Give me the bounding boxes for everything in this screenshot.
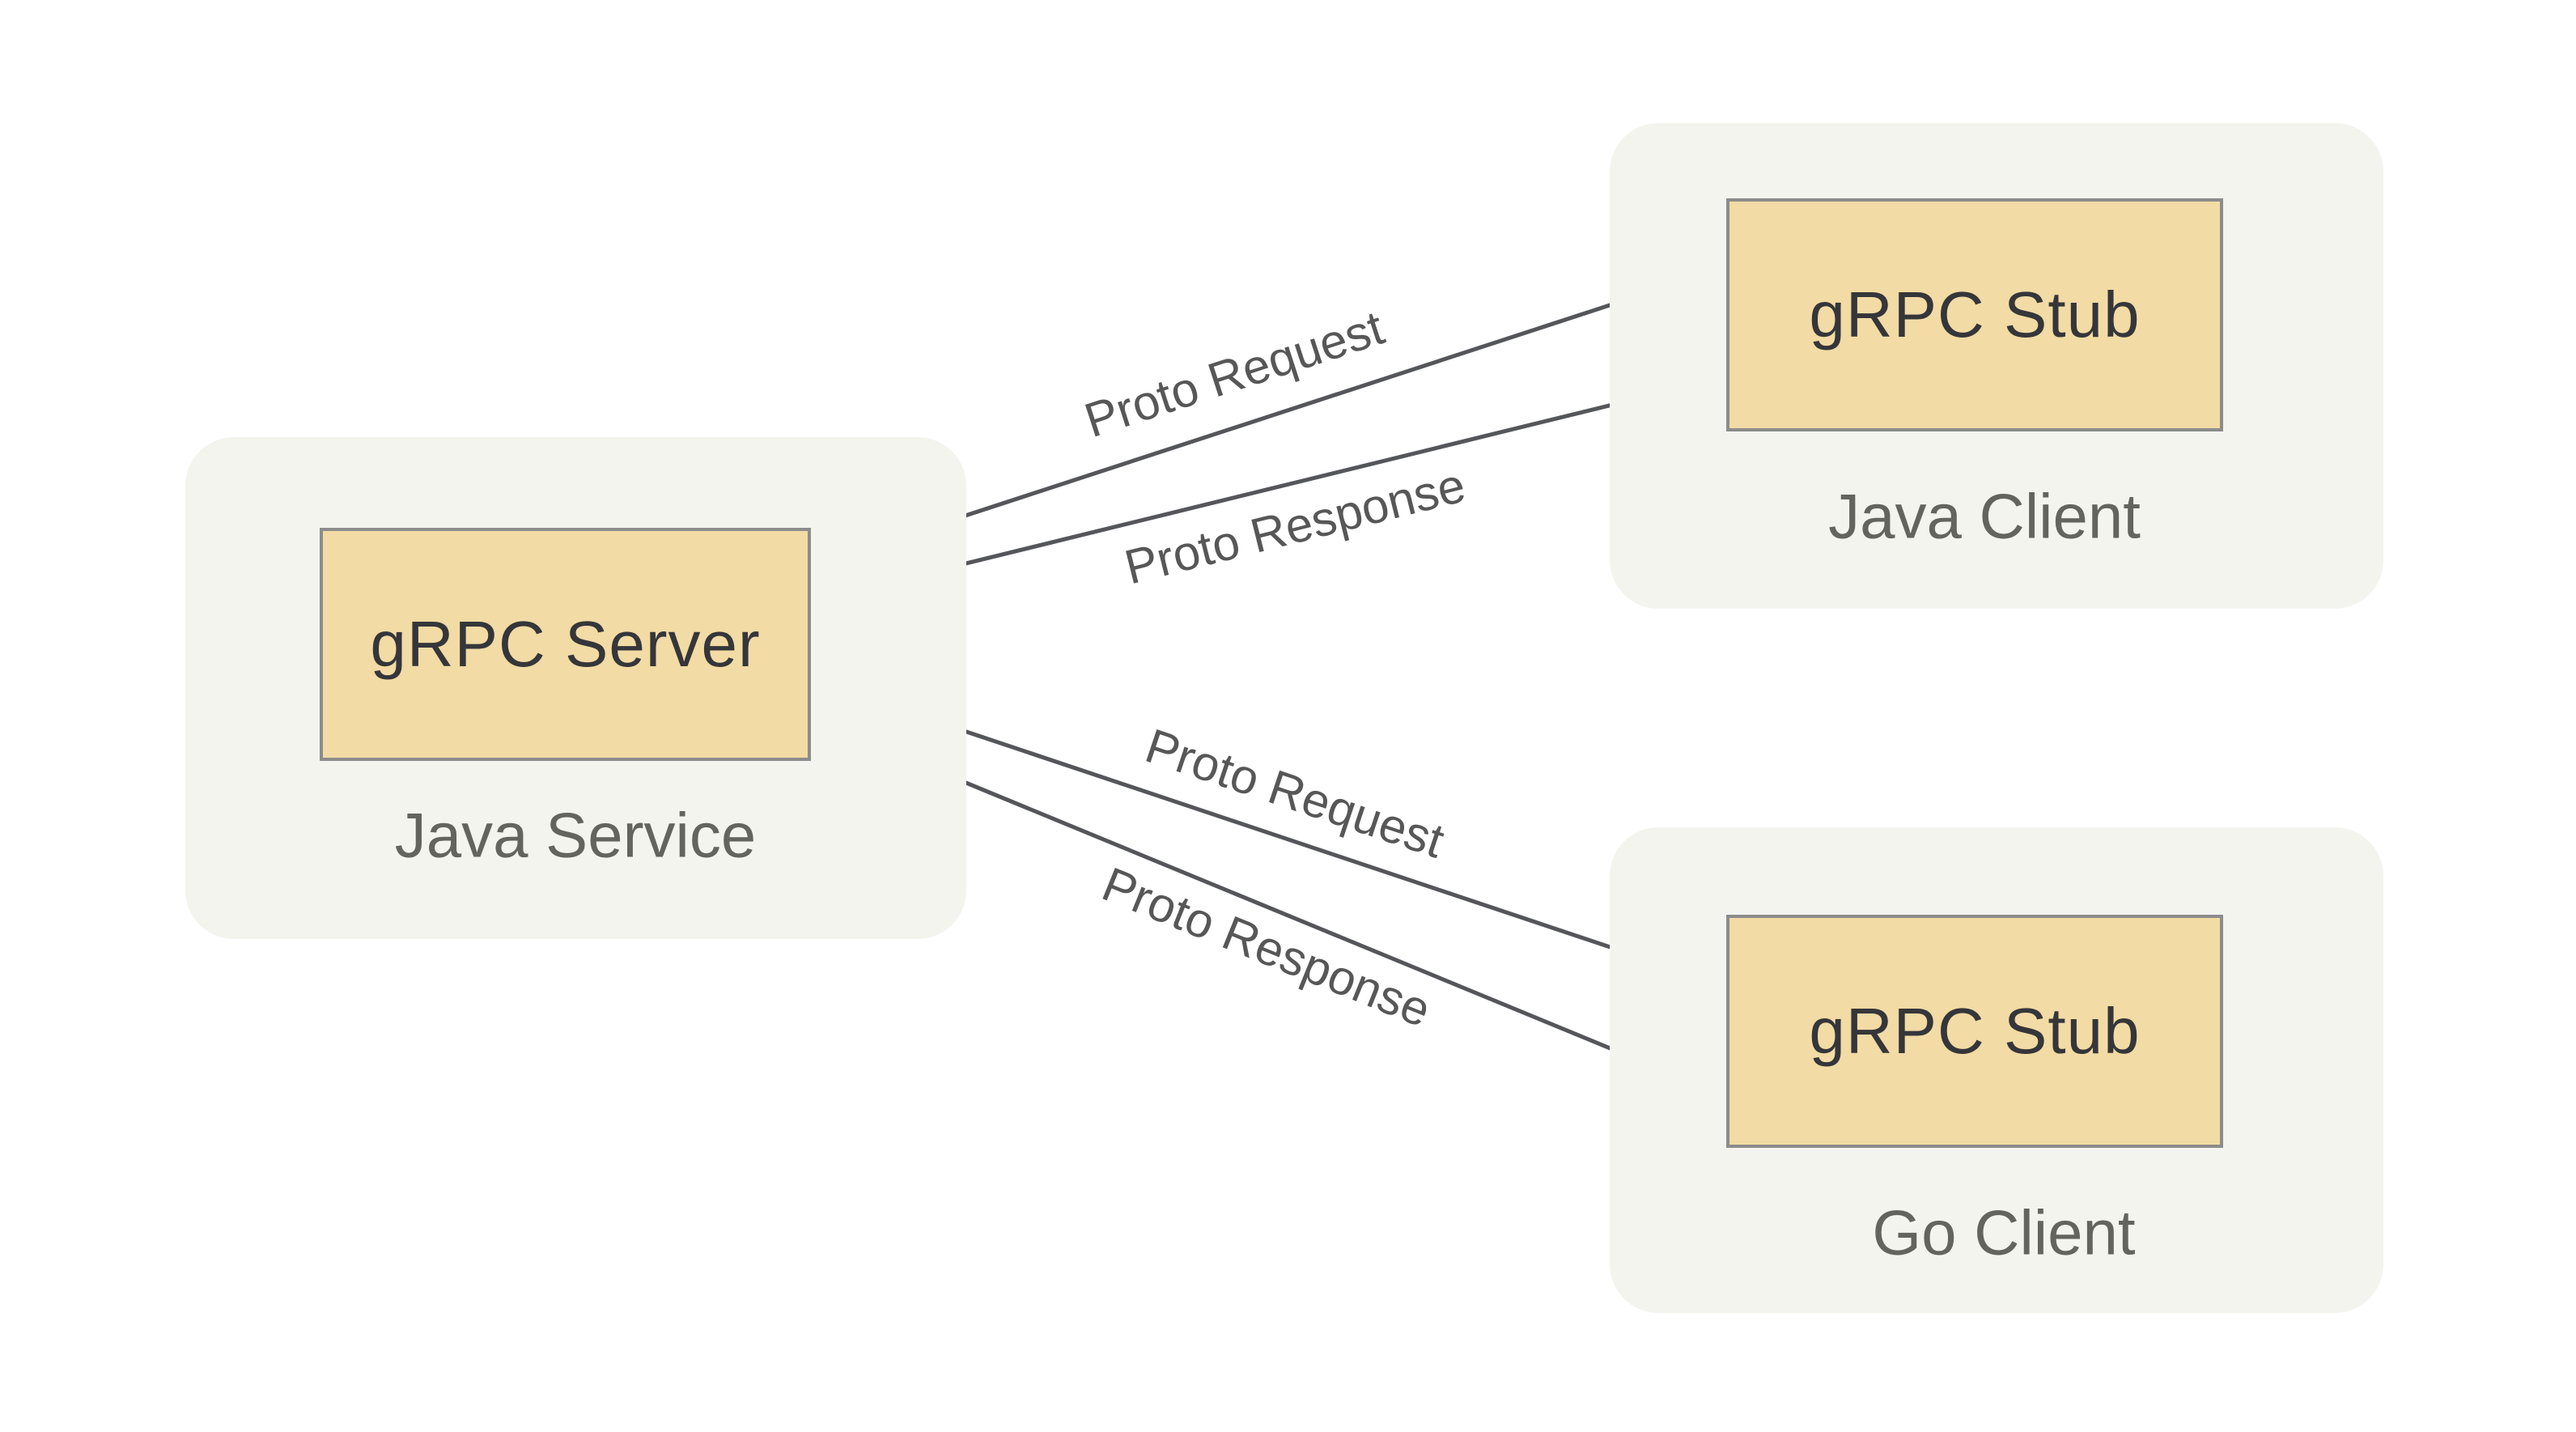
grpc-server-node: gRPC Server [320,528,811,761]
java-service-label: Java Service [394,799,757,871]
go-client-label: Go Client [1872,1196,2136,1268]
grpc-server-label: gRPC Server [370,608,761,680]
grpc-stub-java-node: gRPC Stub [1726,198,2223,431]
grpc-stub-java-label: gRPC Stub [1809,278,2141,351]
grpc-stub-go-label: gRPC Stub [1809,995,2141,1067]
grpc-stub-go-node: gRPC Stub [1726,915,2223,1148]
java-client-label: Java Client [1828,480,2141,552]
edge-go-proto-request-line [815,678,1727,988]
edge-java-proto-request-line [815,265,1727,568]
